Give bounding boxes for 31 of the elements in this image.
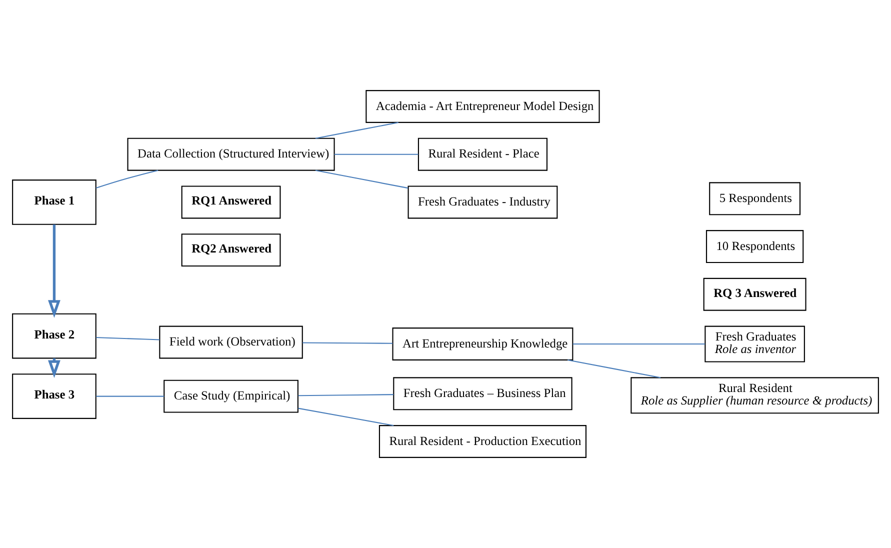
node-box: Case Study (Empirical) — [164, 380, 298, 413]
node-box: RQ1 Answered — [181, 186, 281, 219]
connector — [315, 122, 398, 139]
connector — [298, 408, 394, 426]
connector — [572, 343, 705, 345]
connector — [298, 394, 394, 396]
node-box: Phase 1 — [12, 180, 96, 225]
connector — [96, 170, 158, 189]
node-box: Academia - Art Entrepreneur Model Design — [366, 90, 600, 123]
node-box: Fresh Graduates Role as inventor — [704, 326, 805, 362]
node-box: Art Entrepreneurship Knowledge — [392, 328, 574, 360]
connector — [302, 342, 393, 344]
node-box: Rural Resident - Production Execution — [378, 425, 586, 458]
node-box: Rural Resident - Place — [418, 138, 548, 171]
node-box: Phase 3 — [12, 374, 96, 419]
node-box: 10 Respondents — [706, 230, 804, 264]
node-box: 5 Respondents — [709, 182, 801, 216]
node-box: Field work (Observation) — [159, 326, 303, 359]
connector — [315, 170, 408, 189]
node-box: RQ 3 Answered — [703, 278, 806, 311]
node-box: Data Collection (Structured Interview) — [127, 138, 335, 171]
node-box: Fresh Graduates - Industry — [408, 186, 558, 219]
arrow — [48, 224, 60, 318]
node-box: RQ2 Answered — [181, 234, 281, 267]
connector — [334, 154, 418, 155]
node-box: Rural Resident Role as Supplier (human resource & products) — [630, 377, 879, 414]
connector — [96, 336, 160, 340]
connector — [568, 359, 661, 378]
node-box: Phase 2 — [12, 313, 96, 359]
node-box: Fresh Graduates – Business Plan — [393, 377, 572, 410]
connector — [96, 396, 164, 397]
